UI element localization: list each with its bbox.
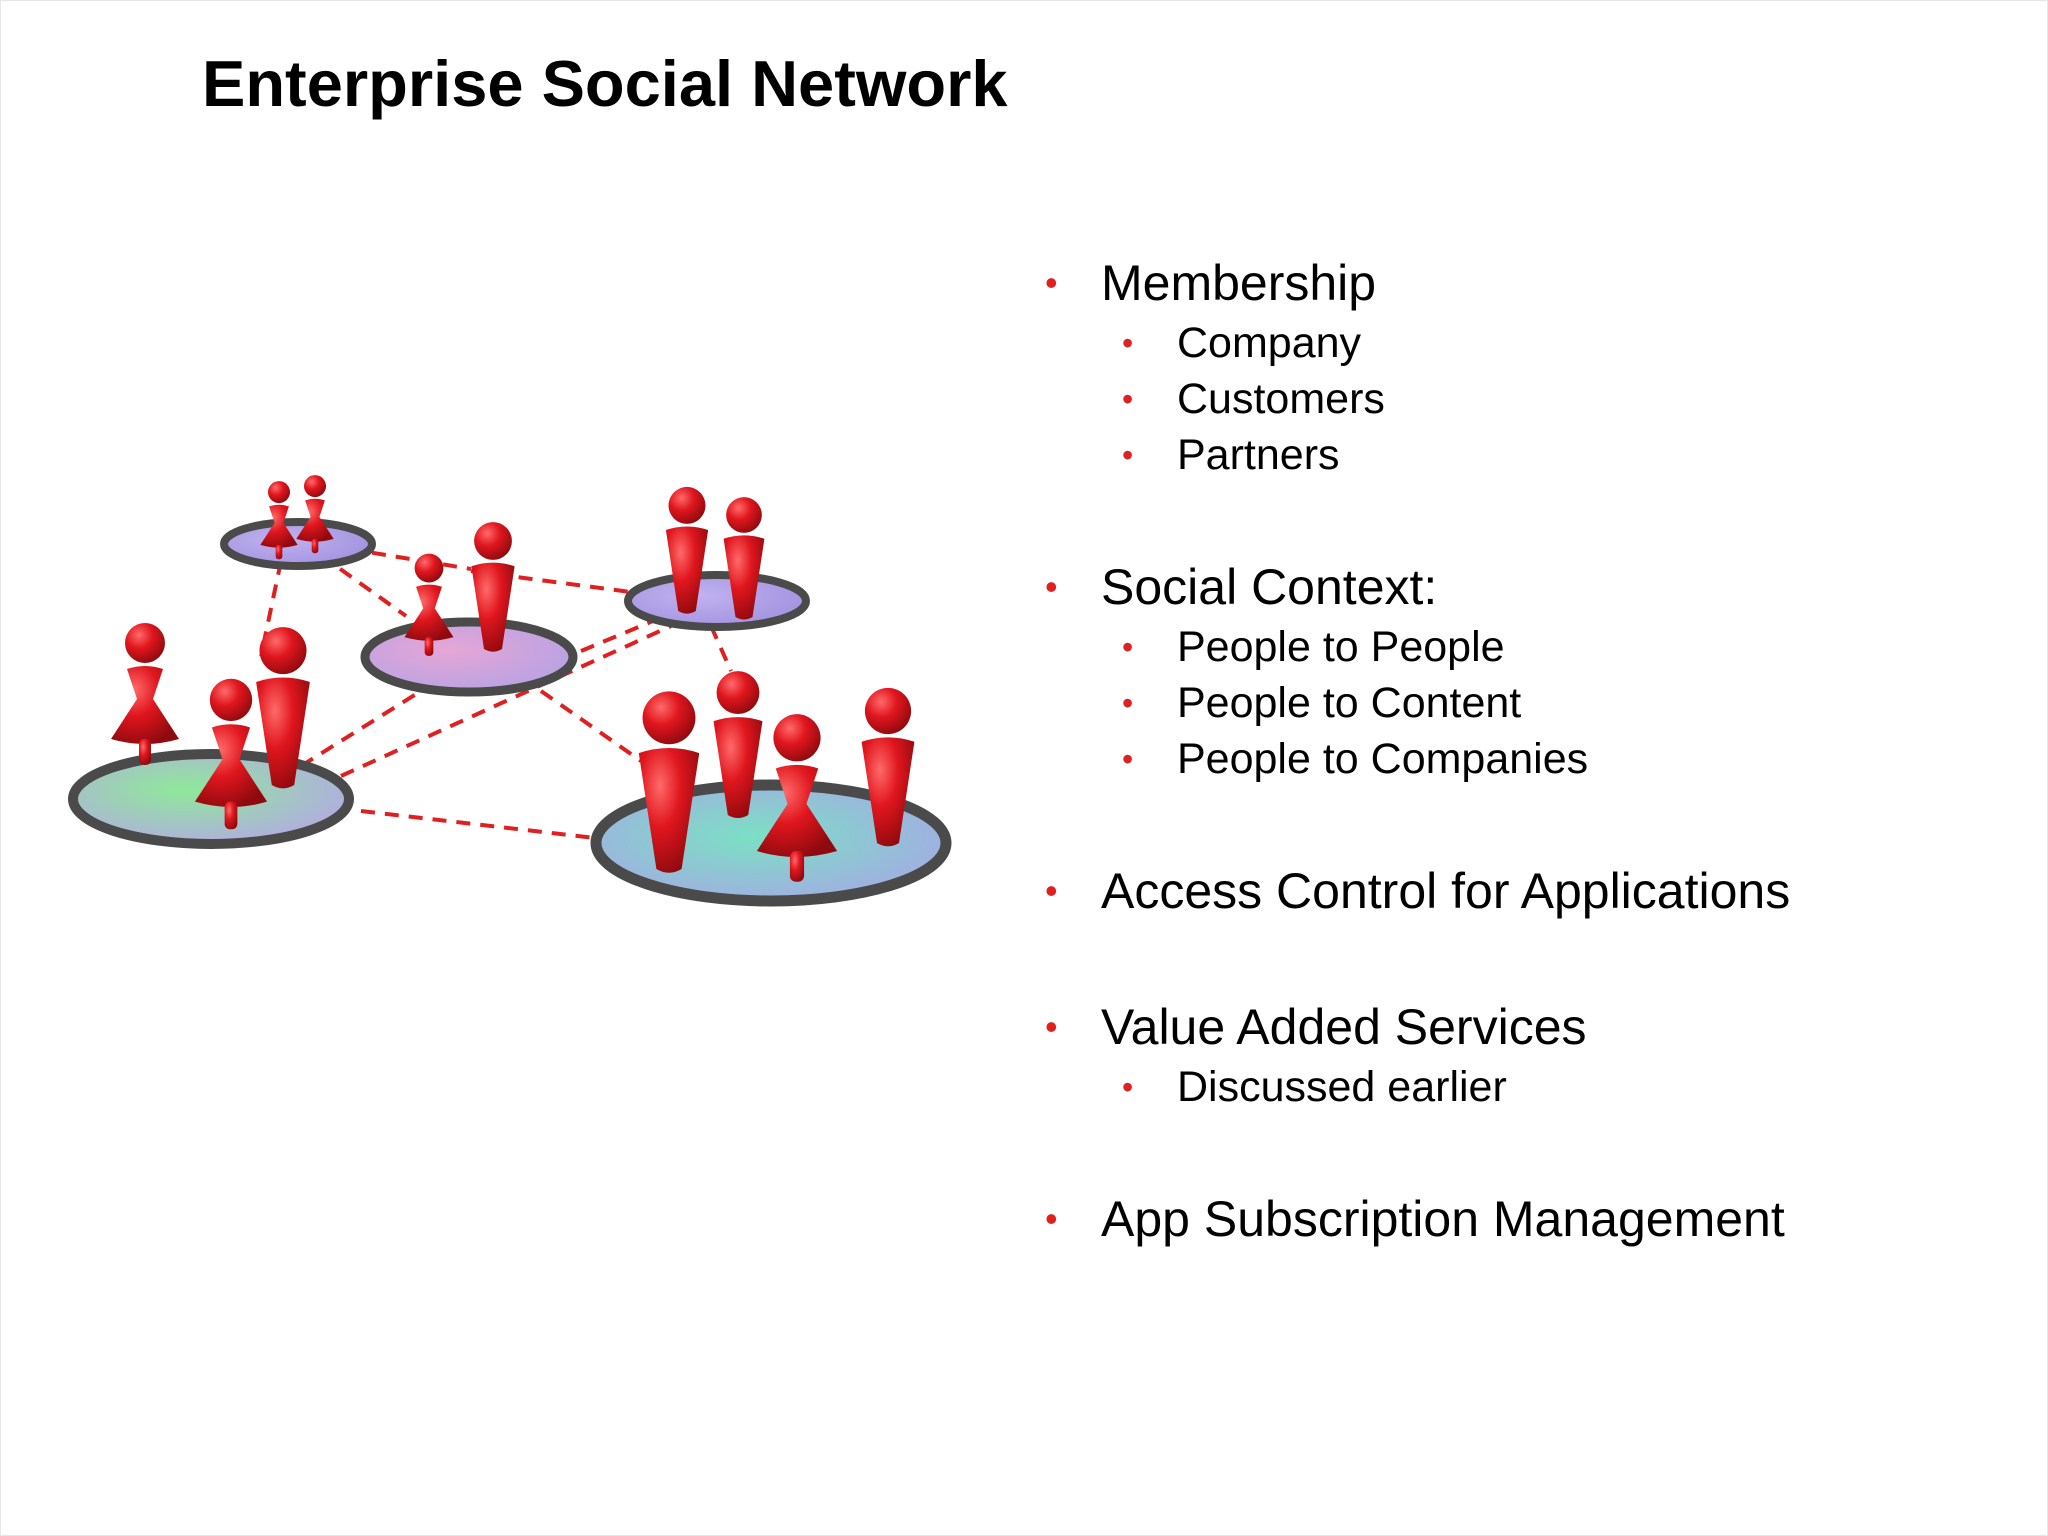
sub-bullet-item: Company: [1041, 315, 2001, 371]
social-network-figures-icon: [68, 475, 952, 907]
bullet-item: Value Added Services: [1041, 995, 2001, 1059]
bullet-item: Access Control for Applications: [1041, 859, 2001, 923]
sub-bullet-item: Discussed earlier: [1041, 1059, 2001, 1115]
bullet-group-value-added: Value Added Services Discussed earlier: [1041, 995, 2001, 1115]
bullet-group-social-context: Social Context: People to People People …: [1041, 555, 2001, 787]
sub-bullet-item: People to Content: [1041, 675, 2001, 731]
sub-bullet-item: People to Companies: [1041, 731, 2001, 787]
bullet-item: App Subscription Management: [1041, 1187, 2001, 1251]
sub-bullet-item: People to People: [1041, 619, 2001, 675]
bullet-item: Social Context:: [1041, 555, 2001, 619]
sub-bullet-item: Customers: [1041, 371, 2001, 427]
bullet-group-membership: Membership Company Customers Partners: [1041, 251, 2001, 483]
bullet-group-app-subscription: App Subscription Management: [1041, 1187, 2001, 1251]
sub-bullet-item: Partners: [1041, 427, 2001, 483]
bullet-group-access-control: Access Control for Applications: [1041, 859, 2001, 923]
bullet-list: Membership Company Customers Partners So…: [1041, 251, 2001, 1251]
bullet-item: Membership: [1041, 251, 2001, 315]
slide-title: Enterprise Social Network: [202, 47, 1008, 120]
